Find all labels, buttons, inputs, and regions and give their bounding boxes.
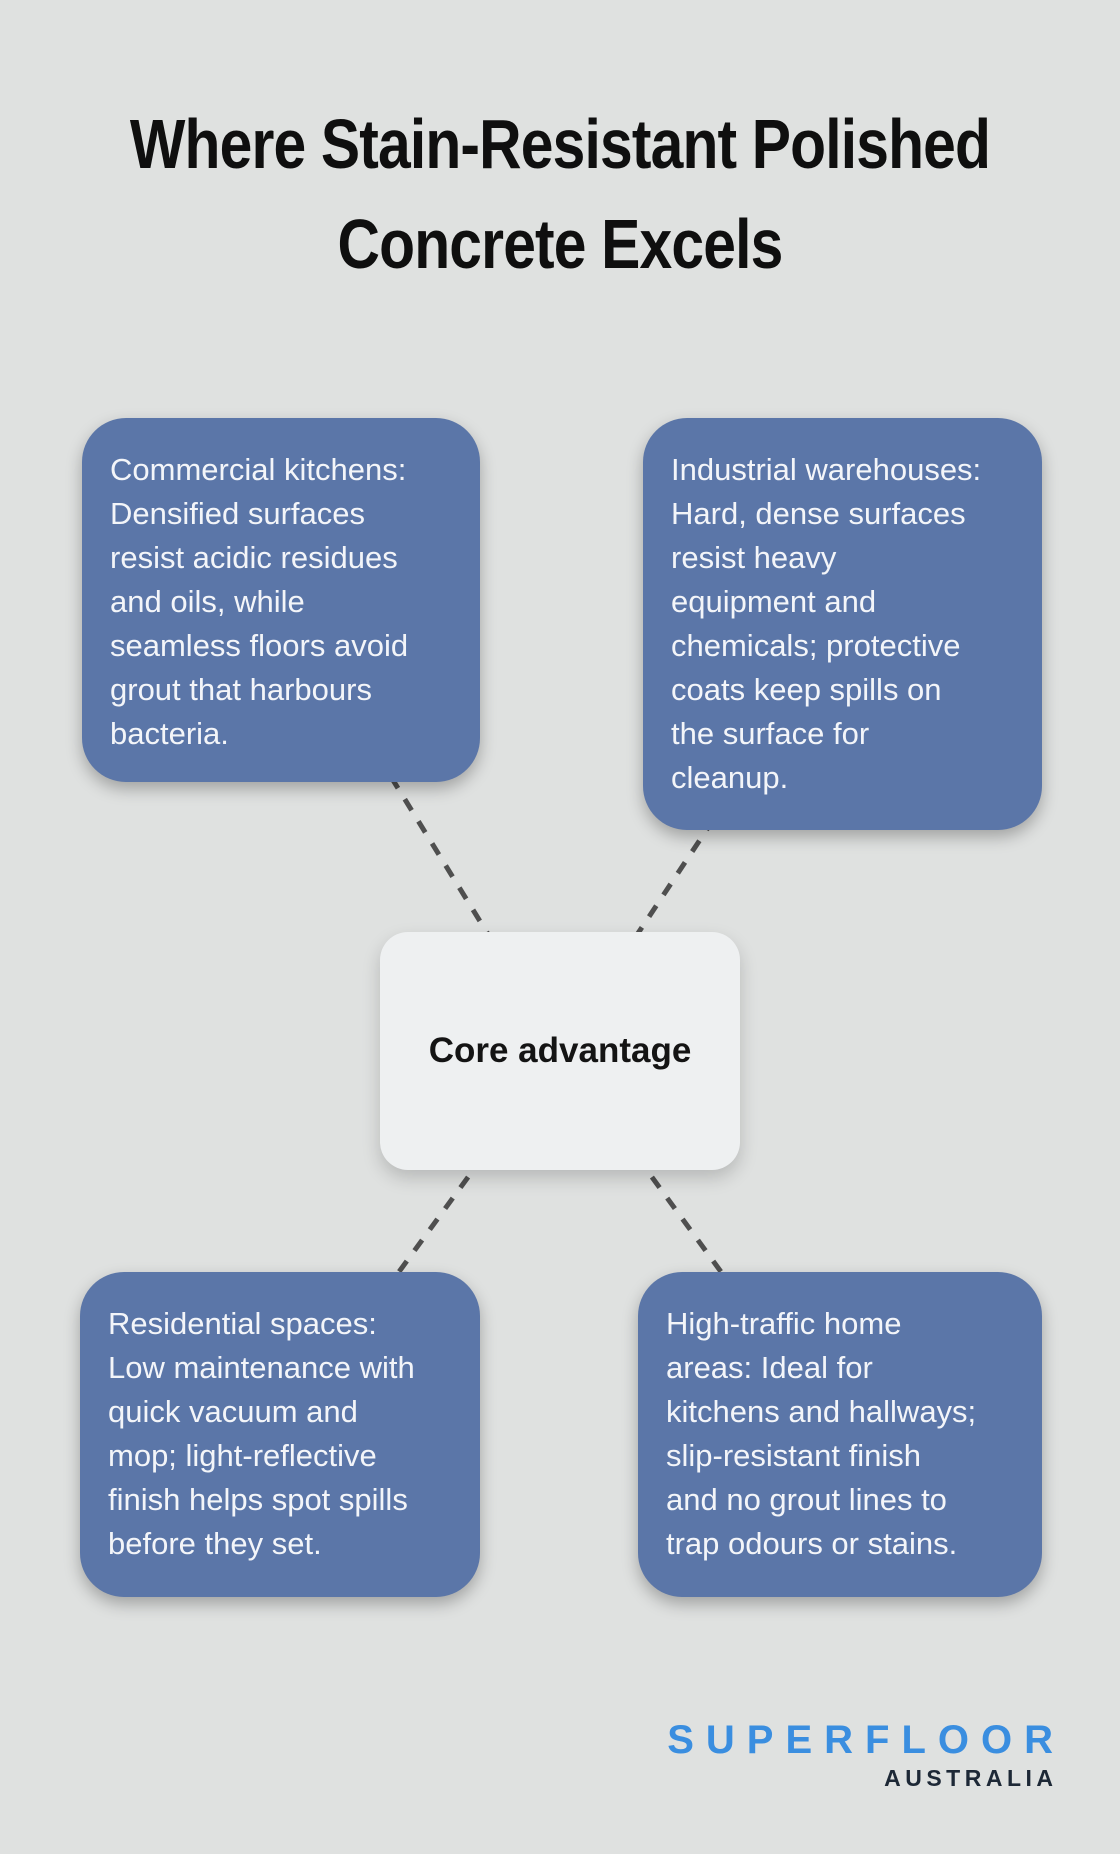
- page-title: Where Stain-Resistant Polished Concrete …: [0, 94, 1120, 294]
- text-line: equipment and: [671, 584, 877, 619]
- text-line: slip-resistant finish: [666, 1438, 921, 1473]
- text-line: seamless floors avoid: [110, 628, 409, 663]
- text-line: resist heavy: [671, 540, 837, 575]
- center-node-core-advantage: Core advantage: [380, 932, 740, 1170]
- text-line: finish helps spot spills: [108, 1482, 408, 1517]
- superfloor-logo: SUPERFLOOR AUSTRALIA: [667, 1720, 1053, 1790]
- text-line: High-traffic home: [666, 1306, 902, 1341]
- page-title-line-1: Where Stain-Resistant Polished: [129, 105, 991, 183]
- text-line: mop; light-reflective: [108, 1438, 377, 1473]
- text-line: kitchens and hallways;: [666, 1394, 977, 1429]
- text-line: Industrial warehouses:: [671, 452, 982, 487]
- text-line: Commercial kitchens:: [110, 452, 407, 487]
- text-line: grout that harbours: [110, 672, 372, 707]
- node-commercial-kitchens: Commercial kitchens: Densified surfaces …: [82, 418, 480, 782]
- text-line: before they set.: [108, 1526, 322, 1561]
- logo-subtext: AUSTRALIA: [884, 1765, 1058, 1791]
- logo-wordmark: SUPERFLOOR: [667, 1718, 1065, 1762]
- text-line: trap odours or stains.: [666, 1526, 958, 1561]
- page-title-line-2: Concrete Excels: [337, 205, 784, 283]
- text-line: resist acidic residues: [110, 540, 398, 575]
- text-line: Residential spaces:: [108, 1306, 377, 1341]
- node-industrial-warehouses: Industrial warehouses: Hard, dense surfa…: [643, 418, 1042, 830]
- text-line: areas: Ideal for: [666, 1350, 873, 1385]
- text-line: and no grout lines to: [666, 1482, 947, 1517]
- text-line: quick vacuum and: [108, 1394, 358, 1429]
- text-line: bacteria.: [110, 716, 229, 751]
- text-line: coats keep spills on: [671, 672, 942, 707]
- center-node-label: Core advantage: [428, 1031, 692, 1070]
- text-line: cleanup.: [671, 760, 789, 795]
- node-high-traffic-home-areas: High-traffic home areas: Ideal for kitch…: [638, 1272, 1042, 1597]
- text-line: Densified surfaces: [110, 496, 366, 531]
- text-line: the surface for: [671, 716, 870, 751]
- node-residential-spaces: Residential spaces: Low maintenance with…: [80, 1272, 480, 1597]
- text-line: chemicals; protective: [671, 628, 961, 663]
- text-line: Hard, dense surfaces: [671, 496, 966, 531]
- text-line: Low maintenance with: [108, 1350, 415, 1385]
- text-line: and oils, while: [110, 584, 305, 619]
